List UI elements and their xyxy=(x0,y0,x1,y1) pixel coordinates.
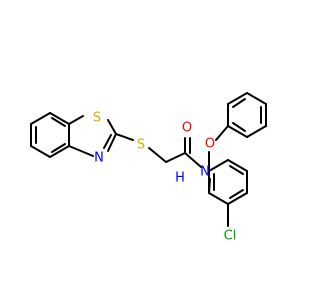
bond xyxy=(103,134,112,149)
oxygen-ether-label: O xyxy=(205,137,215,152)
bond xyxy=(51,143,66,153)
bond xyxy=(184,152,202,168)
bond xyxy=(227,125,248,138)
molecule-canvas: S N S O H N O Cl xyxy=(30,92,267,244)
bond xyxy=(49,145,70,158)
amide-hydrogen-label: H xyxy=(175,171,185,186)
nitrogen-amide-label: N xyxy=(200,165,210,180)
bond xyxy=(51,117,66,127)
bond xyxy=(227,92,248,105)
molecule-structure: S N S O H N O Cl xyxy=(30,92,267,244)
bond xyxy=(227,159,248,172)
bond xyxy=(148,147,167,163)
bond xyxy=(227,192,248,205)
chlorine-label: Cl xyxy=(224,229,237,244)
bond xyxy=(107,119,117,135)
bond xyxy=(208,159,229,172)
bond xyxy=(49,112,70,125)
bond xyxy=(68,115,84,125)
bond xyxy=(107,133,117,152)
bond xyxy=(208,192,229,205)
oxygen-carbonyl-label: O xyxy=(182,121,192,136)
bond xyxy=(215,125,229,141)
bond xyxy=(68,145,94,157)
bond xyxy=(246,125,267,138)
bond xyxy=(30,145,51,158)
atom-labels: S N S O H N O Cl xyxy=(93,111,236,244)
bond xyxy=(232,122,246,132)
bond xyxy=(115,133,134,141)
bond xyxy=(246,92,267,105)
sulfur-ring-label: S xyxy=(93,111,101,126)
bond xyxy=(229,165,244,175)
bond xyxy=(30,112,51,125)
nitrogen-ring-label: N xyxy=(94,151,104,166)
sulfur-thioether-label: S xyxy=(137,138,145,153)
bond xyxy=(229,189,244,199)
bond xyxy=(232,98,246,108)
bond xyxy=(165,152,186,163)
bonds xyxy=(30,92,267,227)
